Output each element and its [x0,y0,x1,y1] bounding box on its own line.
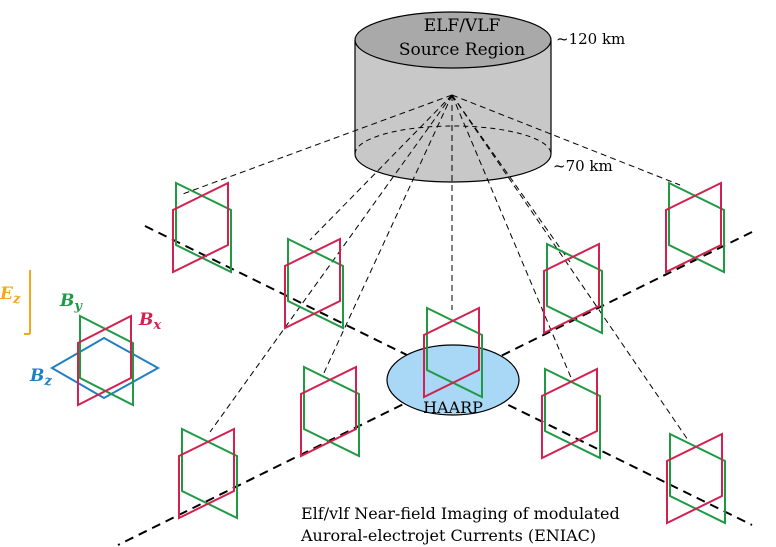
sensor-5 [300,365,360,458]
sensor-6 [541,367,601,460]
bx-plane [543,242,600,335]
altitude-bottom-label: ~70 km [553,157,613,175]
by-plane-legend [79,314,134,407]
by-plane [303,365,360,458]
caption-line2: Auroral-electrojet Currents (ENIAC) [300,526,596,545]
by-plane [287,237,344,330]
ray [451,94,681,186]
ez-label: Ez [0,284,21,307]
bx-plane [300,365,357,458]
sensor-1 [172,181,232,274]
by-plane [546,242,603,335]
sensor-7 [178,427,238,520]
field-legend [24,270,161,407]
ray [322,94,453,376]
by-plane [175,181,232,274]
ray [309,94,453,241]
bx-plane [172,181,229,274]
source-label-line1: ELF/VLF [424,16,501,36]
by-plane [426,306,483,399]
bx-plane [178,427,235,520]
sensor-8 [666,432,726,525]
by-label: By [59,291,83,314]
source-rays [179,94,689,441]
by-plane [544,367,601,460]
altitude-top-label: ~120 km [556,30,625,48]
ray [451,94,573,381]
ray [209,94,453,433]
caption-line1: Elf/vlf Near-field Imaging of modulated [301,504,620,523]
bz-label: Bz [29,366,52,389]
cylinder-top [354,11,552,69]
bx-plane [665,181,722,274]
sensor-3 [543,242,603,335]
cylinder-bottom-ellipse [354,153,552,183]
bz-plane [49,336,161,400]
ray [179,94,453,196]
ray [451,94,571,263]
haarp-site [386,344,520,416]
sensor-4 [665,181,725,274]
haarp-label: HAARP [423,398,483,417]
by-plane [668,181,725,274]
bx-plane [666,432,723,525]
by-plane [181,427,238,520]
bx-plane-legend [77,314,132,407]
bx-label: Bx [138,310,161,333]
by-plane [669,432,726,525]
bx-plane [541,367,598,460]
sensor-2 [284,237,344,330]
source-label-line2: Source Region [399,40,525,60]
bx-plane [423,306,480,399]
bx-plane [284,237,341,330]
sensor-center [423,306,483,399]
